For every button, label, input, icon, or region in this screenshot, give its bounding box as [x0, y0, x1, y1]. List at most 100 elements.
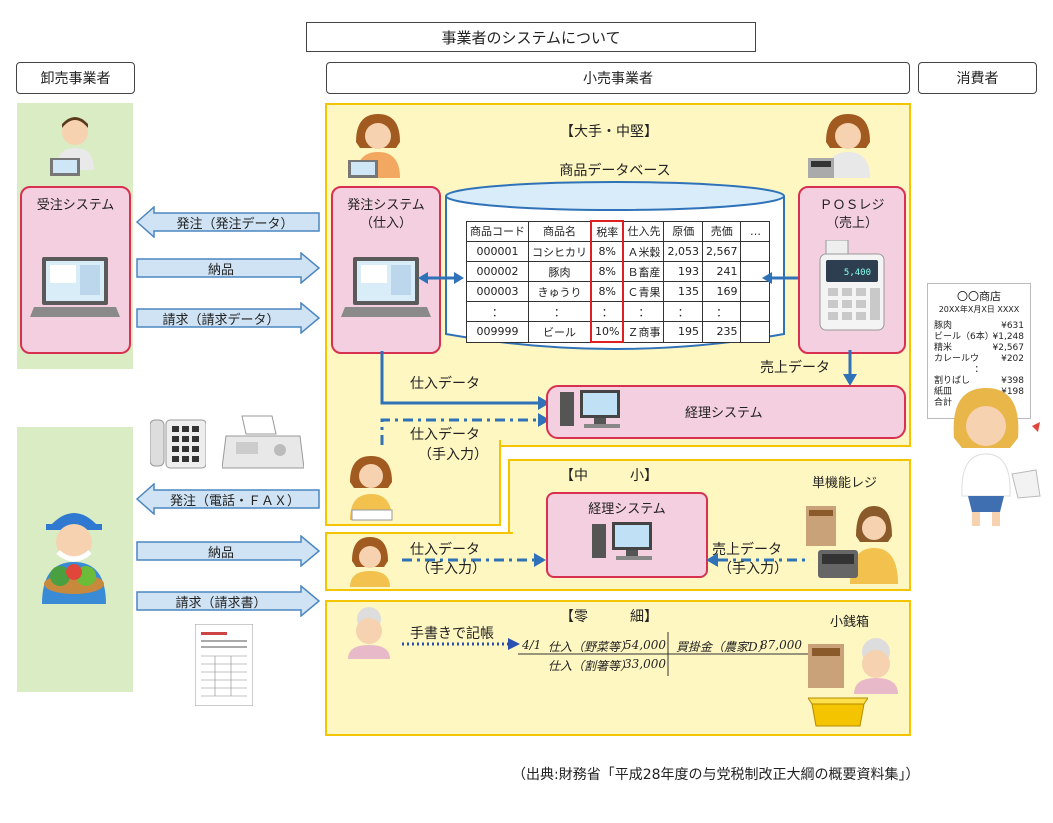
arrow-invoice-data	[136, 302, 320, 334]
col-header: 商品名	[528, 220, 592, 242]
desktop-computer-icon	[560, 390, 620, 428]
laptop-icon	[30, 257, 120, 317]
col-header: …	[740, 220, 771, 242]
diagram-title: 事業者のシステムについて	[306, 22, 756, 52]
retail-column-header: 小売事業者	[326, 62, 910, 94]
arrow-order-phone-fax	[136, 483, 320, 515]
table-cell	[740, 241, 771, 262]
table-cell: ：	[701, 301, 742, 322]
cashier-staff-icon	[808, 114, 870, 178]
table-cell: 235	[701, 321, 742, 343]
arrow-delivery-1-label: 納品	[207, 262, 234, 278]
table-cell: Ｚ商事	[622, 321, 665, 343]
wholesale-column-header: 卸売事業者	[16, 62, 135, 94]
handwritten-bookkeeping-label: 手書きで記帳	[410, 626, 494, 642]
purchase-data-label: 仕入データ	[410, 376, 480, 392]
table-cell-tax: 10%	[589, 321, 625, 343]
table-cell: 195	[663, 321, 703, 343]
medium-purchase-label-1: 仕入データ	[410, 542, 480, 558]
col-header: 原価	[663, 220, 703, 242]
receipt-shop-name: 〇〇商店	[957, 290, 1001, 303]
medium-purchase-label-2: （手入力）	[416, 561, 486, 577]
table-cell: ：	[528, 301, 592, 322]
register-label: 単機能レジ	[812, 476, 878, 491]
table-cell	[740, 321, 771, 343]
col-header-tax: 税率	[589, 220, 625, 242]
cashbox-icon	[808, 697, 868, 727]
sales-data-label: 売上データ	[760, 360, 830, 376]
table-row: ： ： ： ： ： ：	[466, 301, 771, 322]
table-cell: 000002	[466, 261, 529, 282]
manual-purchase-label-1: 仕入データ	[410, 427, 480, 443]
receipt-line: 精米¥2,567	[934, 343, 1024, 353]
source-citation: （出典:財務省「平成28年度の与党税制改正大綱の概要資料集」）	[512, 767, 920, 783]
receipt-date: 20XX年X月X日 XXXX	[938, 305, 1020, 314]
table-row: 009999 ビール 10% Ｚ商事 195 235	[466, 321, 771, 343]
receipt-line: カレールウ¥202	[934, 354, 1024, 364]
medium-heading: 【中 小】	[560, 468, 658, 484]
table-cell: ビール	[528, 321, 592, 343]
arrow-order-data	[136, 206, 320, 238]
table-cell: 193	[663, 261, 703, 282]
large-order-system-label-2: （仕入）	[359, 216, 412, 231]
col-header: 商品コード	[466, 220, 529, 242]
order-receiving-system-label: 受注システム	[36, 198, 115, 213]
table-cell: ：	[663, 301, 703, 322]
ledger-debit-item: 仕入（割箸等）	[548, 659, 633, 673]
elderly-staff-icon	[348, 607, 390, 659]
order-receiving-system-box	[20, 186, 131, 354]
medium-accounting-label: 経理システム	[588, 502, 666, 517]
arrow-order-data-label: 発注（発注データ）	[176, 216, 294, 232]
medium-flow-lines	[402, 553, 810, 567]
table-cell: 135	[663, 281, 703, 302]
desktop-computer-icon	[592, 522, 652, 560]
arrow-delivery-1	[136, 252, 320, 284]
table-cell-tax: 8%	[589, 261, 625, 282]
purchase-flow-lines	[380, 351, 550, 445]
panel-seam-cover	[327, 436, 495, 444]
ledger-credit-amount: 87,000	[760, 638, 802, 652]
pos-display-text: 5,400	[844, 268, 871, 278]
handwritten-flow-arrow	[402, 638, 520, 650]
table-cell: コシヒカリ	[528, 241, 592, 262]
table-cell: ：	[466, 301, 529, 322]
receipt-line: 合計	[934, 398, 953, 408]
ledger-date: 4/1	[522, 638, 542, 652]
phone-staff-icon	[350, 456, 393, 521]
table-cell: 2,053	[663, 241, 703, 262]
receipt-line: 紙皿¥198	[934, 387, 1024, 397]
table-cell: 169	[701, 281, 742, 302]
table-cell: Ａ米穀	[622, 241, 665, 262]
arrow-invoice-paper	[136, 585, 320, 617]
table-cell: 豚肉	[528, 261, 592, 282]
manual-purchase-label-2: （手入力）	[418, 447, 488, 463]
database-title: 商品データベース	[559, 163, 671, 179]
wholesale-worker-icon	[50, 117, 94, 176]
table-cell: ：	[622, 301, 665, 322]
arrow-delivery-2	[136, 535, 320, 567]
table-row: 000001 コシヒカリ 8% Ａ米穀 2,053 2,567	[466, 241, 771, 262]
table-cell: Ｂ畜産	[622, 261, 665, 282]
phone-icon	[150, 419, 206, 469]
sales-data-arrow	[843, 350, 857, 386]
ledger-debit-item: 仕入（野菜等）	[548, 640, 633, 654]
arrow-order-phone-fax-label: 発注（電話・ＦＡＸ）	[169, 493, 300, 509]
table-cell: 009999	[466, 321, 529, 343]
arrow-invoice-data-label: 請求（請求データ）	[162, 312, 280, 328]
laptop-icon	[341, 257, 431, 317]
ledger-credit-item: 買掛金（農家D）	[676, 640, 770, 654]
arrow-invoice-paper-label: 請求（請求書）	[175, 595, 267, 611]
table-cell-tax: ：	[589, 301, 625, 322]
shopkeeper-register-icon	[806, 506, 898, 584]
consumer-woman-icon	[953, 388, 1041, 526]
ledger-lines	[518, 632, 808, 676]
col-header: 仕入先	[622, 220, 665, 242]
fax-icon	[222, 415, 304, 469]
purchasing-staff-icon	[348, 114, 400, 178]
receipt-line: 豚肉¥631	[934, 321, 1024, 331]
ledger-debit-amount: 54,000	[624, 638, 666, 652]
table-cell: Ｃ青果	[622, 281, 665, 302]
medium-sales-label-2: （手入力）	[718, 561, 788, 577]
product-table: 商品コード 商品名 税率 仕入先 原価 売価 … 000001 コシヒカリ 8%…	[466, 220, 771, 343]
table-cell: 000003	[466, 281, 529, 302]
